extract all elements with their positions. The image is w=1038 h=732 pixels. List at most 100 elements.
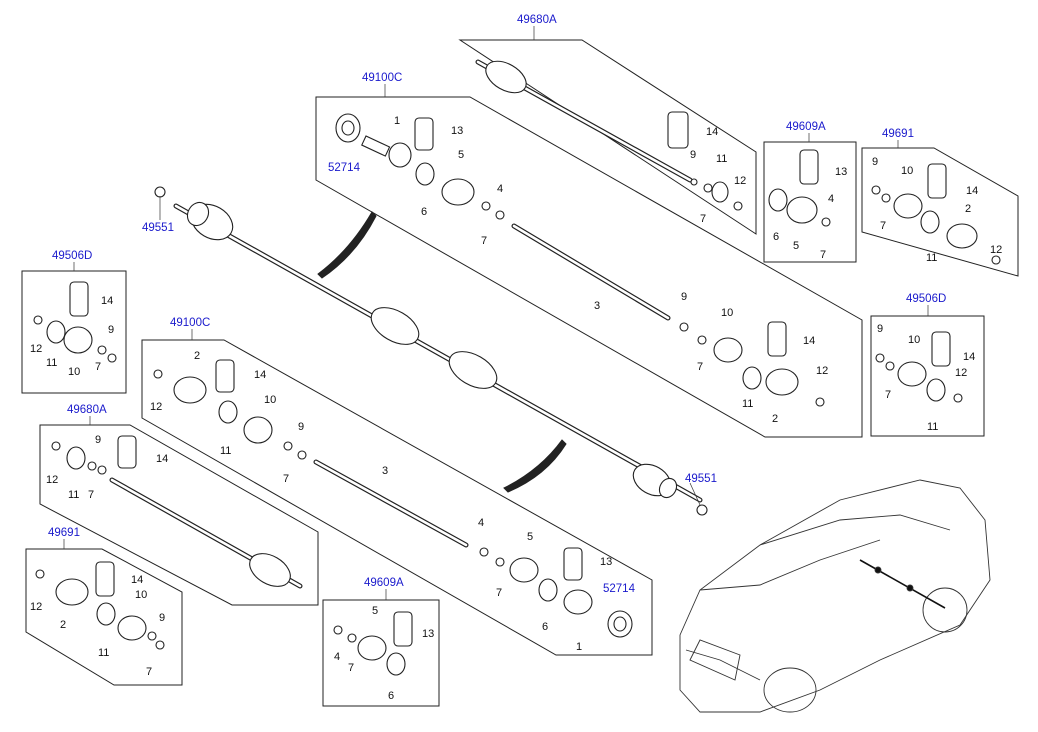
- label-13: 13: [600, 556, 612, 568]
- label-7: 7: [700, 213, 706, 225]
- frame-49680A-top: [458, 39, 757, 235]
- label-7: 7: [885, 389, 891, 401]
- label-10: 10: [721, 307, 733, 319]
- label-5: 5: [458, 149, 464, 161]
- callout-49691-right: 49691: [882, 128, 914, 140]
- kit-49691-right: [871, 163, 1001, 265]
- label-12: 12: [990, 244, 1002, 256]
- label-9: 9: [872, 156, 878, 168]
- label-1: 1: [394, 115, 400, 127]
- label-12: 12: [955, 367, 967, 379]
- label-14: 14: [706, 126, 718, 138]
- callout-49680A-left: 49680A: [67, 404, 107, 416]
- label-7: 7: [880, 220, 886, 232]
- label-4: 4: [497, 183, 503, 195]
- frame-49609A-bottom: [322, 599, 440, 707]
- callout-52714-bottom: 52714: [603, 583, 636, 595]
- callout-49100C-mid: 49100C: [170, 317, 210, 329]
- callout-52714-top: 52714: [328, 162, 361, 174]
- label-14: 14: [963, 351, 975, 363]
- label-4: 4: [334, 651, 340, 663]
- label-6: 6: [421, 206, 427, 218]
- callout-49100C-top: 49100C: [362, 72, 402, 84]
- label-9: 9: [681, 291, 687, 303]
- label-4: 4: [478, 517, 484, 529]
- callout-49551-right: 49551: [685, 473, 717, 485]
- label-11: 11: [716, 153, 727, 165]
- frame-49100C-mid: [141, 339, 653, 656]
- label-12: 12: [30, 601, 42, 613]
- label-10: 10: [135, 589, 147, 601]
- label-7: 7: [481, 235, 487, 247]
- label-12: 12: [150, 401, 162, 413]
- accent-stroke-top: [317, 211, 377, 279]
- label-13: 13: [451, 125, 463, 137]
- label-3: 3: [382, 465, 388, 477]
- label-12: 12: [734, 175, 746, 187]
- label-12: 12: [46, 474, 58, 486]
- frame-49609A-right: [763, 141, 857, 263]
- frame-49691-left: [25, 548, 183, 686]
- label-4: 4: [828, 193, 834, 205]
- label-9: 9: [690, 149, 696, 161]
- label-5: 5: [527, 531, 533, 543]
- label-11: 11: [98, 647, 109, 659]
- label-7: 7: [146, 666, 152, 678]
- label-2: 2: [194, 350, 200, 362]
- label-14: 14: [131, 574, 143, 586]
- label-10: 10: [264, 394, 276, 406]
- kit-49100C-mid: [153, 359, 633, 638]
- kit-49100C-top: [335, 113, 825, 407]
- frame-49680A-left: [39, 424, 319, 606]
- label-14: 14: [966, 185, 978, 197]
- kit-49506D-left: [33, 281, 117, 363]
- label-12: 12: [30, 343, 42, 355]
- label-9: 9: [159, 612, 165, 624]
- label-6: 6: [773, 231, 779, 243]
- label-11: 11: [220, 445, 231, 457]
- frame-49100C-top: [315, 96, 863, 438]
- kit-49691-left: [35, 561, 165, 650]
- label-13: 13: [835, 166, 847, 178]
- label-2: 2: [965, 203, 971, 215]
- label-10: 10: [68, 366, 80, 378]
- kit-49506D-right: [875, 331, 963, 403]
- label-2: 2: [772, 413, 778, 425]
- label-7: 7: [95, 361, 101, 373]
- label-6: 6: [388, 690, 394, 702]
- label-12: 12: [816, 365, 828, 377]
- label-9: 9: [298, 421, 304, 433]
- label-11: 11: [927, 421, 938, 433]
- label-7: 7: [697, 361, 703, 373]
- label-7: 7: [88, 489, 94, 501]
- frame-49506D-right: [870, 315, 985, 437]
- label-9: 9: [877, 323, 883, 335]
- label-14: 14: [101, 295, 113, 307]
- shaft-49680A-left: [51, 435, 303, 589]
- label-6: 6: [542, 621, 548, 633]
- accent-stroke-bottom: [503, 439, 567, 493]
- label-3: 3: [594, 300, 600, 312]
- label-11: 11: [742, 398, 753, 410]
- vehicle-illustration: [679, 479, 991, 713]
- label-14: 14: [803, 335, 815, 347]
- label-9: 9: [95, 434, 101, 446]
- label-7: 7: [496, 587, 502, 599]
- label-13: 13: [422, 628, 434, 640]
- callout-49609A-right: 49609A: [786, 121, 826, 133]
- callout-49551-left: 49551: [142, 222, 174, 234]
- frame-49691-right: [861, 147, 1019, 277]
- callout-49506D-right: 49506D: [906, 293, 946, 305]
- label-14: 14: [156, 453, 168, 465]
- label-9: 9: [108, 324, 114, 336]
- label-1: 1: [576, 641, 582, 653]
- callout-49680A-top: 49680A: [517, 14, 557, 26]
- label-11: 11: [46, 357, 57, 369]
- callout-49691-left: 49691: [48, 527, 80, 539]
- label-5: 5: [372, 605, 378, 617]
- label-7: 7: [283, 473, 289, 485]
- label-11: 11: [68, 489, 79, 501]
- kit-49609A-bottom: [333, 611, 413, 676]
